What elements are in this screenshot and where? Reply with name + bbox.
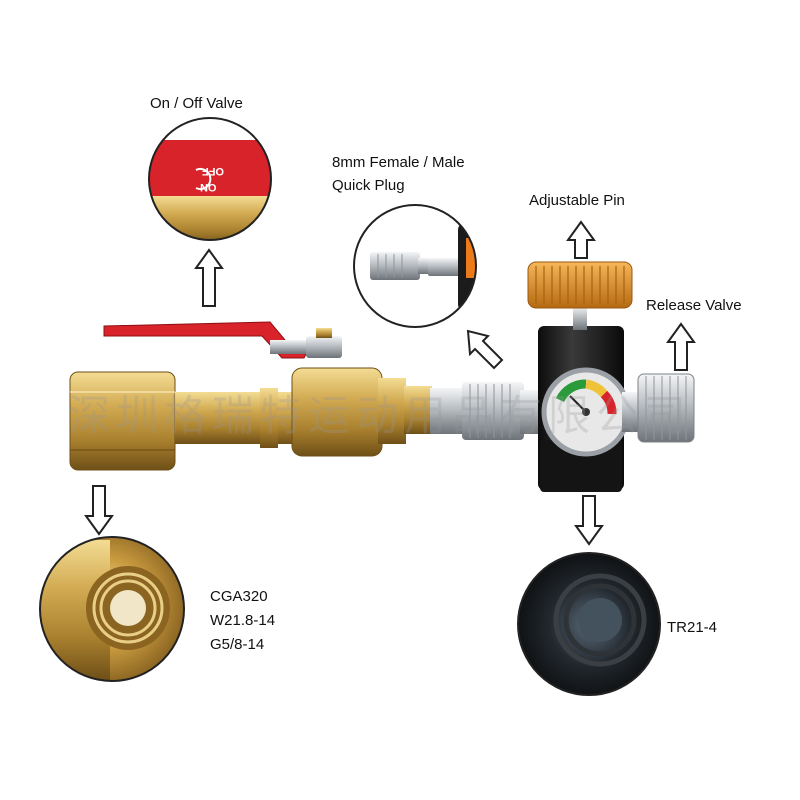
detail-circle-tr21	[517, 552, 661, 696]
label-on-off-valve: On / Off Valve	[150, 95, 243, 112]
watermark: 深圳格瑞特运动用品有限公司	[68, 391, 693, 440]
detail-circle-quick-plug	[353, 204, 477, 328]
arrow-down-icon	[574, 495, 604, 546]
label-quick-plug-line2: Quick Plug	[332, 177, 405, 194]
regulator-assembly	[69, 261, 695, 492]
label-cga320: CGA320	[210, 588, 268, 605]
detail-circle-valve	[148, 117, 272, 241]
label-w21: W21.8-14	[210, 612, 276, 629]
label-g58: G5/8-14	[210, 636, 265, 653]
label-quick-plug-line1: 8mm Female / Male	[332, 154, 465, 171]
label-release-valve: Release Valve	[646, 297, 742, 314]
arrow-up-icon	[666, 322, 696, 371]
arrow-up-left-icon	[466, 329, 504, 370]
label-tr21-4: TR21-4	[667, 619, 718, 636]
arrow-up-icon	[194, 248, 224, 307]
arrow-up-icon	[566, 220, 596, 259]
arrow-down-icon	[84, 485, 114, 536]
valve-on-mark: ON	[200, 181, 217, 193]
detail-circle-cga320	[39, 536, 185, 682]
label-adjustable-pin: Adjustable Pin	[529, 192, 625, 209]
